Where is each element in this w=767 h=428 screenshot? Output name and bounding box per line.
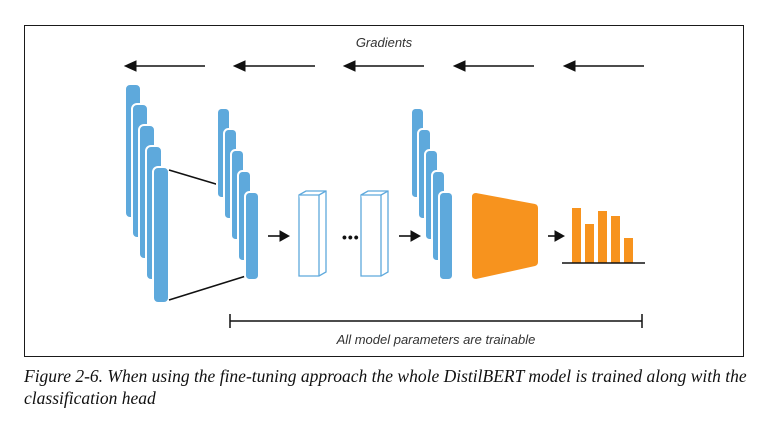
gradient-arrows [123, 60, 644, 72]
hidden-state-stack [410, 107, 454, 281]
gradients-label: Gradients [356, 35, 413, 50]
encoder-block-icon [298, 190, 327, 277]
figure-caption: Figure 2-6. When using the fine-tuning a… [24, 366, 747, 408]
encoder-block-icon [360, 190, 389, 277]
bar-chart-icon [562, 208, 645, 264]
trainable-bracket [229, 314, 643, 328]
token-embedding-stack [216, 107, 260, 281]
arrow-left-icon [452, 60, 534, 72]
arrow-left-icon [562, 60, 644, 72]
arrow-right-icon [399, 230, 422, 242]
input-embedding-stack [124, 83, 170, 304]
arrow-left-icon [232, 60, 315, 72]
classifier-head-icon [472, 193, 538, 279]
trainable-label: All model parameters are trainable [336, 332, 536, 347]
arrow-left-icon [123, 60, 205, 72]
ellipsis-label: ••• [342, 229, 360, 245]
arrow-right-icon [548, 230, 566, 242]
arrow-left-icon [342, 60, 424, 72]
arrow-right-icon [268, 230, 291, 242]
